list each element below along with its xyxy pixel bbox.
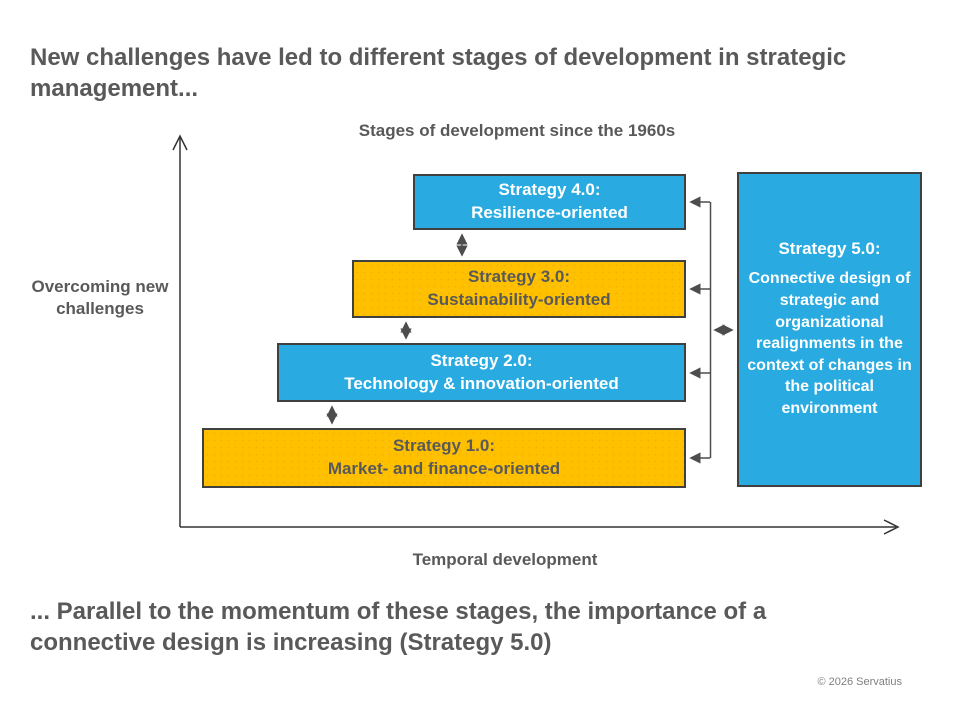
x-axis xyxy=(180,519,900,535)
stage-label: Strategy 3.0: xyxy=(467,267,571,287)
y-axis-label: Overcoming new challenges xyxy=(31,277,169,319)
stage-box-strategy-2-0: Strategy 2.0: Technology & innovation-or… xyxy=(277,343,686,402)
stage-box-strategy-1-0: Strategy 1.0: Market- and finance-orient… xyxy=(202,428,686,488)
x-axis-label: Temporal development xyxy=(412,550,598,569)
stage-description: Market- and finance-oriented xyxy=(327,459,561,478)
stage-label: Strategy 4.0: xyxy=(498,180,601,200)
stage-label: Strategy 1.0: xyxy=(392,436,496,456)
conclusion-text: ... Parallel to the momentum of these st… xyxy=(30,598,767,657)
stage-description: Technology & innovation-oriented xyxy=(344,373,619,393)
stage-box-strategy-4-0: Strategy 4.0: Resilience-oriented xyxy=(413,174,686,230)
stage-description: Resilience-oriented xyxy=(471,203,628,222)
copyright-footer: © 2026 Servatius xyxy=(817,676,902,688)
stage-box-strategy-5-0: Strategy 5.0: Connective design of strat… xyxy=(737,172,922,487)
page-title: New challenges have led to different sta… xyxy=(30,44,847,103)
stage-label: Strategy 2.0: xyxy=(430,350,533,370)
stage-description: Connective design of strategic and organ… xyxy=(747,270,912,417)
strategy5-connector xyxy=(689,196,734,464)
stage-label: Strategy 5.0: xyxy=(778,239,881,259)
y-axis xyxy=(172,134,188,527)
stage-box-strategy-3-0: Strategy 3.0: Sustainability-oriented xyxy=(352,260,686,318)
stage-description: Sustainability-oriented xyxy=(427,290,611,309)
chart-title: Stages of development since the 1960s xyxy=(358,121,676,140)
